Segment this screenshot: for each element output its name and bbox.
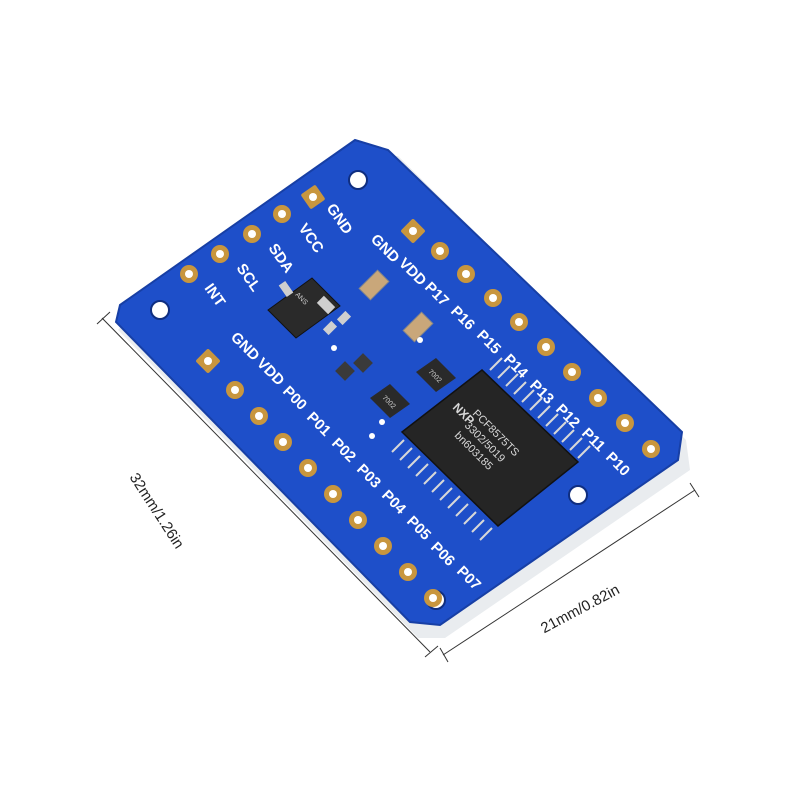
capacitors [335, 269, 434, 381]
left-header-pads [196, 349, 442, 607]
mount-hole [568, 485, 588, 505]
pcf8575-chip: NXP PCF8575TS 3302/5019 bn603185 [391, 357, 591, 541]
vias [331, 337, 423, 439]
transistors: 7002 7002 [370, 358, 456, 418]
voltage-regulator: ANS [267, 277, 352, 339]
top-header-pads [180, 185, 325, 283]
pcb-board [114, 138, 690, 638]
right-header-pads [401, 219, 660, 458]
mount-hole [348, 170, 368, 190]
mount-hole [150, 300, 170, 320]
dimension-lines [96, 311, 700, 663]
